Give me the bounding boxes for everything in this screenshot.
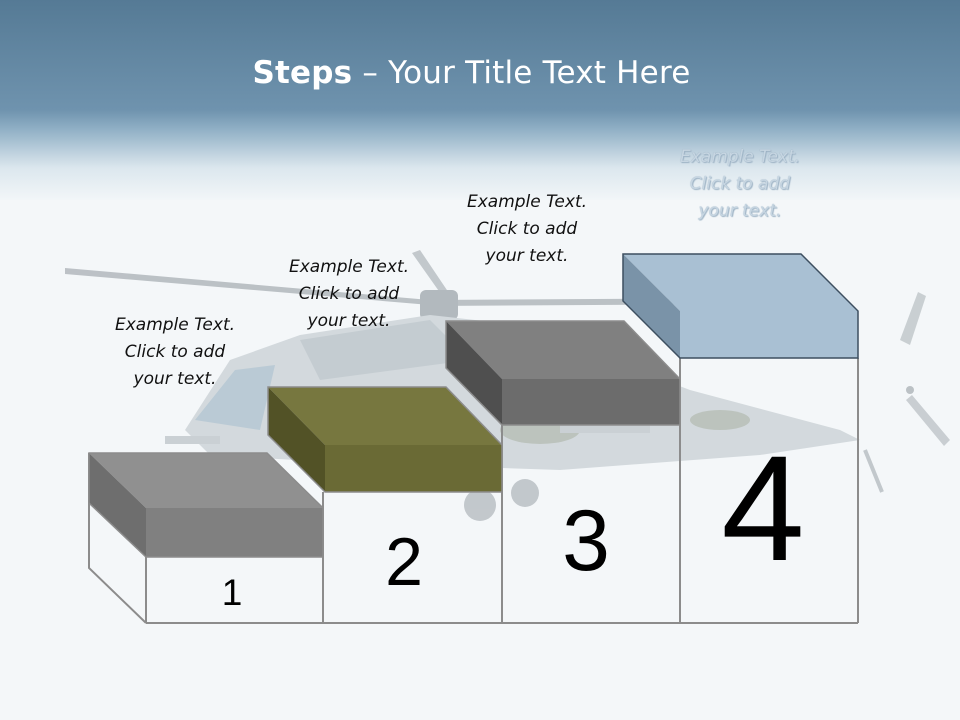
step-1-caption-line-2: Click to add [124, 342, 226, 362]
step-3-caption[interactable]: Example Text. Click to add your text. [452, 189, 602, 270]
step-4-caption-line-2: Click to add [689, 174, 791, 194]
step-4-number: 4 [721, 424, 804, 592]
step-4-caption[interactable]: Example Text. Click to add your text. [665, 144, 815, 225]
step-2-caption-line-3: your text. [307, 311, 391, 331]
step-1-number: 1 [222, 572, 243, 613]
slide-title[interactable]: Steps – Your Title Text Here [0, 55, 943, 91]
step-4-caption-line-1: Example Text. [679, 147, 801, 167]
step-3-number: 3 [562, 493, 610, 589]
step-2-caption-line-2: Click to add [298, 284, 400, 304]
header-band [0, 0, 960, 200]
step-1-caption-line-1: Example Text. [114, 315, 236, 335]
step-1-caption-line-3: your text. [133, 369, 217, 389]
step-2-block[interactable] [267, 386, 503, 493]
step-1-block[interactable] [88, 452, 324, 558]
step-2-caption-line-1: Example Text. [288, 257, 410, 277]
step-3-caption-line-3: your text. [485, 246, 569, 266]
step-3-block[interactable] [445, 320, 681, 426]
title-bold: Steps [252, 55, 353, 91]
step-1-caption[interactable]: Example Text. Click to add your text. [100, 312, 250, 393]
step-2-number: 2 [385, 524, 423, 600]
step-4-block[interactable] [622, 253, 859, 359]
step-2-caption[interactable]: Example Text. Click to add your text. [274, 254, 424, 335]
title-rest: – Your Title Text Here [352, 55, 691, 91]
step-3-caption-line-1: Example Text. [466, 192, 588, 212]
step-4-caption-line-3: your text. [698, 201, 782, 221]
step-3-caption-line-2: Click to add [476, 219, 578, 239]
